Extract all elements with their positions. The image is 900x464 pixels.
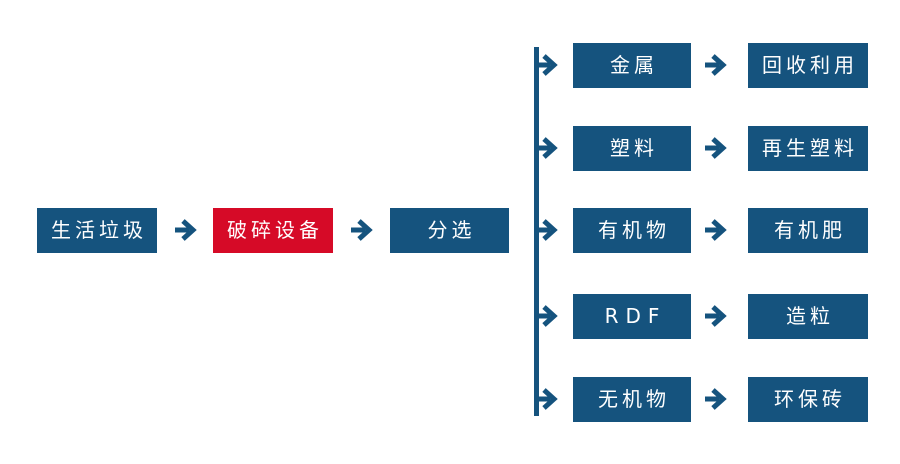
node-organic-matter: 有机物 — [573, 208, 691, 253]
node-recycled-plastic: 再生塑料 — [748, 126, 868, 171]
arrow-right-icon — [536, 137, 558, 159]
arrow-right-icon — [705, 305, 727, 327]
arrow-right-icon — [536, 219, 558, 241]
node-organic-fertilizer: 有机肥 — [748, 208, 868, 253]
arrow-right-icon — [536, 388, 558, 410]
node-metal: 金属 — [573, 43, 691, 88]
arrow-right-icon — [536, 54, 558, 76]
arrow-right-icon — [705, 54, 727, 76]
node-crushing-equipment: 破碎设备 — [213, 208, 333, 253]
node-household-waste: 生活垃圾 — [37, 208, 157, 253]
node-sorting: 分选 — [390, 208, 509, 253]
arrow-right-icon — [705, 219, 727, 241]
node-plastic: 塑料 — [573, 126, 691, 171]
node-inorganic-matter: 无机物 — [573, 377, 691, 422]
arrow-right-icon — [175, 219, 197, 241]
arrow-right-icon — [705, 137, 727, 159]
node-eco-brick: 环保砖 — [748, 377, 868, 422]
node-granulation: 造粒 — [748, 294, 868, 339]
node-recycling: 回收利用 — [748, 43, 868, 88]
node-rdf: RDF — [573, 294, 691, 339]
arrow-right-icon — [351, 219, 373, 241]
arrow-right-icon — [705, 388, 727, 410]
arrow-right-icon — [536, 305, 558, 327]
